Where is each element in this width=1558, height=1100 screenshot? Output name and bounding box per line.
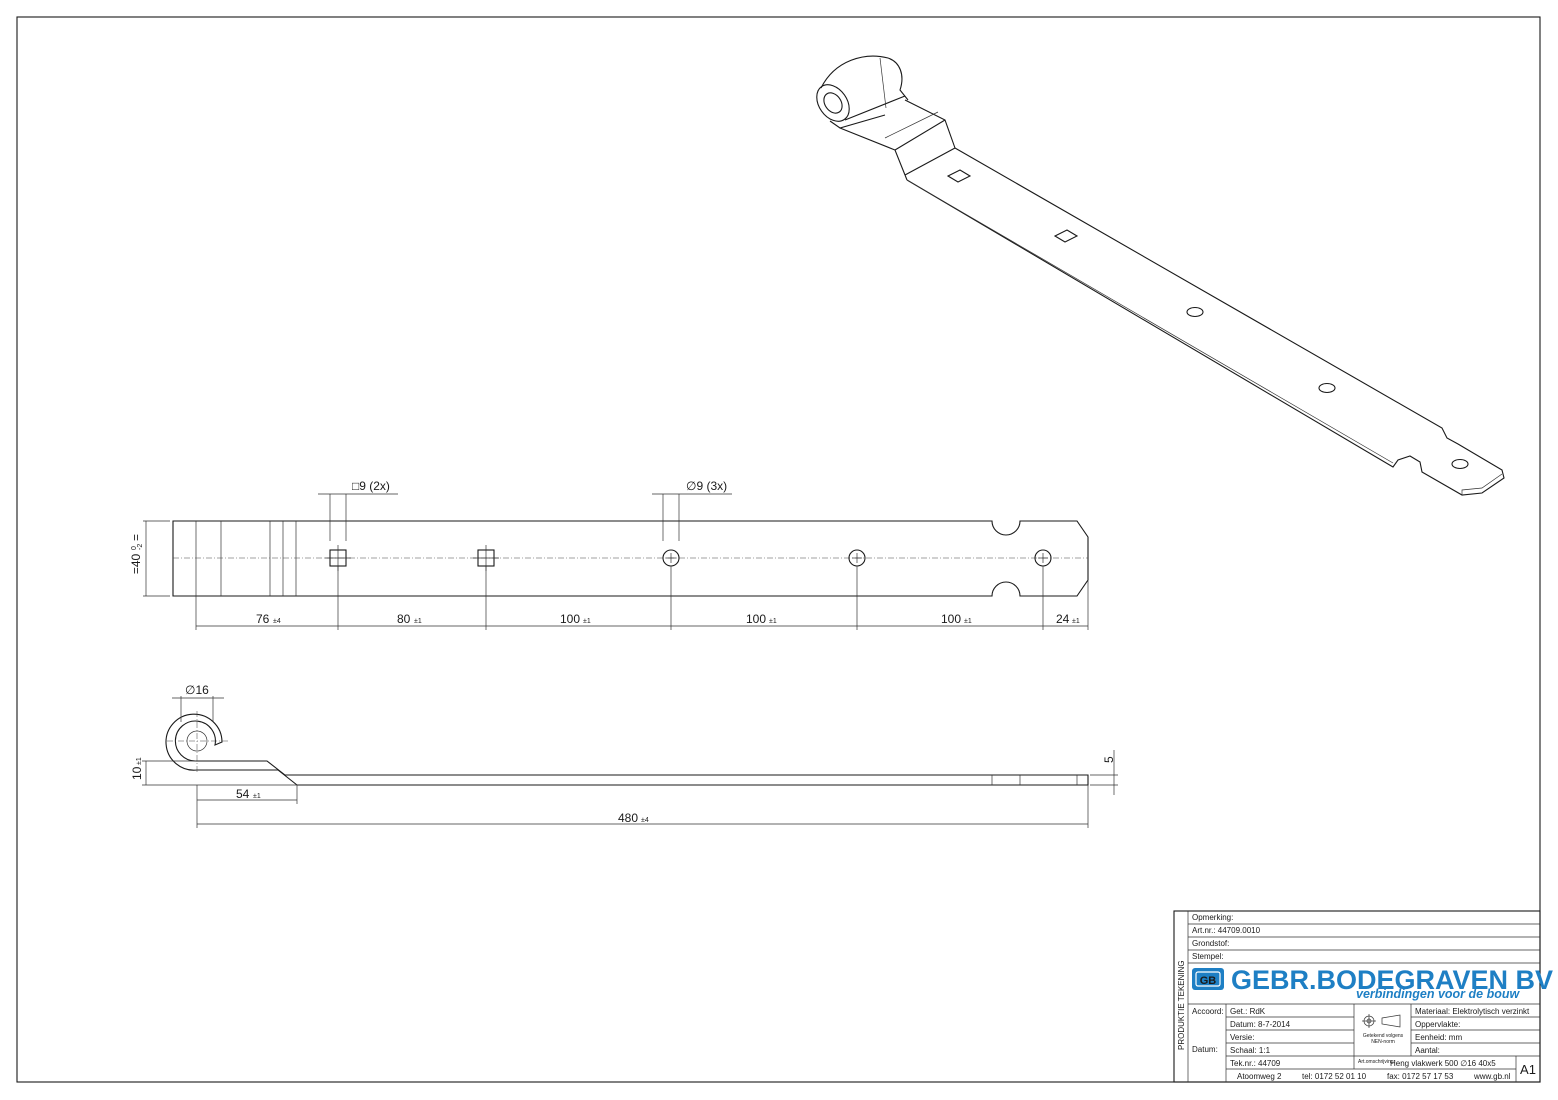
eye-diameter: ∅16 [185, 683, 209, 697]
dim-76: 76 [256, 612, 270, 626]
dim-80-tol: ±1 [414, 618, 422, 625]
offset-tol: ±1 [136, 757, 143, 765]
accoord-label: Accoord: [1192, 1007, 1224, 1016]
strap-outline [172, 520, 1089, 597]
eenheid: Eenheid: mm [1415, 1033, 1462, 1042]
width-tol-upper: 0 [131, 546, 138, 550]
address: Atoomweg 2 [1237, 1072, 1282, 1081]
art-description-label: Art.omschrijving: [1358, 1059, 1395, 1065]
hinge-barrel [816, 55, 909, 129]
aantal-label: Aantal: [1415, 1046, 1440, 1055]
dim-100-b: 100 [746, 612, 766, 626]
drawing-date: Datum: 8-7-2014 [1230, 1020, 1291, 1029]
width-tol-suffix: = [129, 534, 143, 541]
versie-label: Versie: [1230, 1033, 1254, 1042]
datum-approval-label: Datum: [1192, 1045, 1218, 1054]
hinge-strap-iso [904, 147, 1505, 496]
thickness-dimension: 5 [1102, 756, 1116, 763]
norm-text-1: Getekend volgens [1363, 1033, 1404, 1039]
dim-100-c: 100 [941, 612, 961, 626]
square-hole-callout: □9 (2x) [352, 479, 390, 493]
opmerking-label: Opmerking: [1192, 913, 1233, 922]
sheet-border [16, 16, 1541, 1083]
dim-76-tol: ±4 [273, 618, 281, 625]
bend-dimension: 54 [236, 787, 250, 801]
title-block: PRODUKTIE TEKENING Opmerking: Art.nr.: 4… [1173, 910, 1553, 1083]
eye-outline [165, 713, 1089, 786]
materiaal: Materiaal: Elektrolytisch verzinkt [1415, 1007, 1530, 1016]
dim-80: 80 [397, 612, 411, 626]
hinge-bend [839, 99, 956, 176]
grondstof-label: Grondstof: [1192, 939, 1229, 948]
width-tol-lower: -2 [137, 544, 144, 550]
offset-dimension: 10 [130, 766, 144, 780]
fax: fax: 0172 57 17 53 [1387, 1072, 1454, 1081]
bend-tol: ±1 [253, 793, 261, 800]
top-view: =40 0 -2 = □9 (2x) ∅9 (3x) 76 ± [129, 479, 1089, 630]
isometric-view [816, 55, 1505, 496]
company-tagline: verbindingen voor de bouw [1356, 987, 1520, 1001]
total-length-dimension: 480 [618, 811, 638, 825]
dim-24: 24 [1056, 612, 1070, 626]
dim-100-b-tol: ±1 [769, 618, 777, 625]
side-view: ∅16 10 ±1 5 54 ±1 [130, 683, 1118, 828]
company-name: GEBR.BODEGRAVEN BV [1231, 965, 1553, 995]
drawn-by: Get.: RdK [1230, 1007, 1266, 1016]
sheet-size: A1 [1520, 1062, 1536, 1077]
telephone: tel: 0172 52 01 10 [1302, 1072, 1367, 1081]
scale: Schaal: 1:1 [1230, 1046, 1271, 1055]
dim-100-a: 100 [560, 612, 580, 626]
production-drawing-label: PRODUKTIE TEKENING [1177, 960, 1186, 1050]
art-nr: Art.nr.: 44709.0010 [1192, 926, 1261, 935]
dim-100-c-tol: ±1 [964, 618, 972, 625]
company-logo: GB GEBR.BODEGRAVEN BV verbindingen voor … [1192, 965, 1553, 1001]
dim-24-tol: ±1 [1072, 618, 1080, 625]
drawing-number: Tek.nr.: 44709 [1230, 1059, 1281, 1068]
projection-symbol-icon [1362, 1014, 1401, 1028]
website: www.gb.nl [1473, 1072, 1511, 1081]
logo-mark: GB [1200, 975, 1217, 987]
stempel-label: Stempel: [1192, 952, 1224, 961]
art-description: Heng vlakwerk 500 ∅16 40x5 [1390, 1059, 1496, 1068]
width-dimension: =40 [129, 553, 143, 574]
norm-text-2: NEN-norm [1371, 1039, 1395, 1045]
round-hole-callout: ∅9 (3x) [686, 479, 727, 493]
total-length-tol: ±4 [641, 817, 649, 824]
dim-100-a-tol: ±1 [583, 618, 591, 625]
oppervlakte-label: Oppervlakte: [1415, 1020, 1460, 1029]
